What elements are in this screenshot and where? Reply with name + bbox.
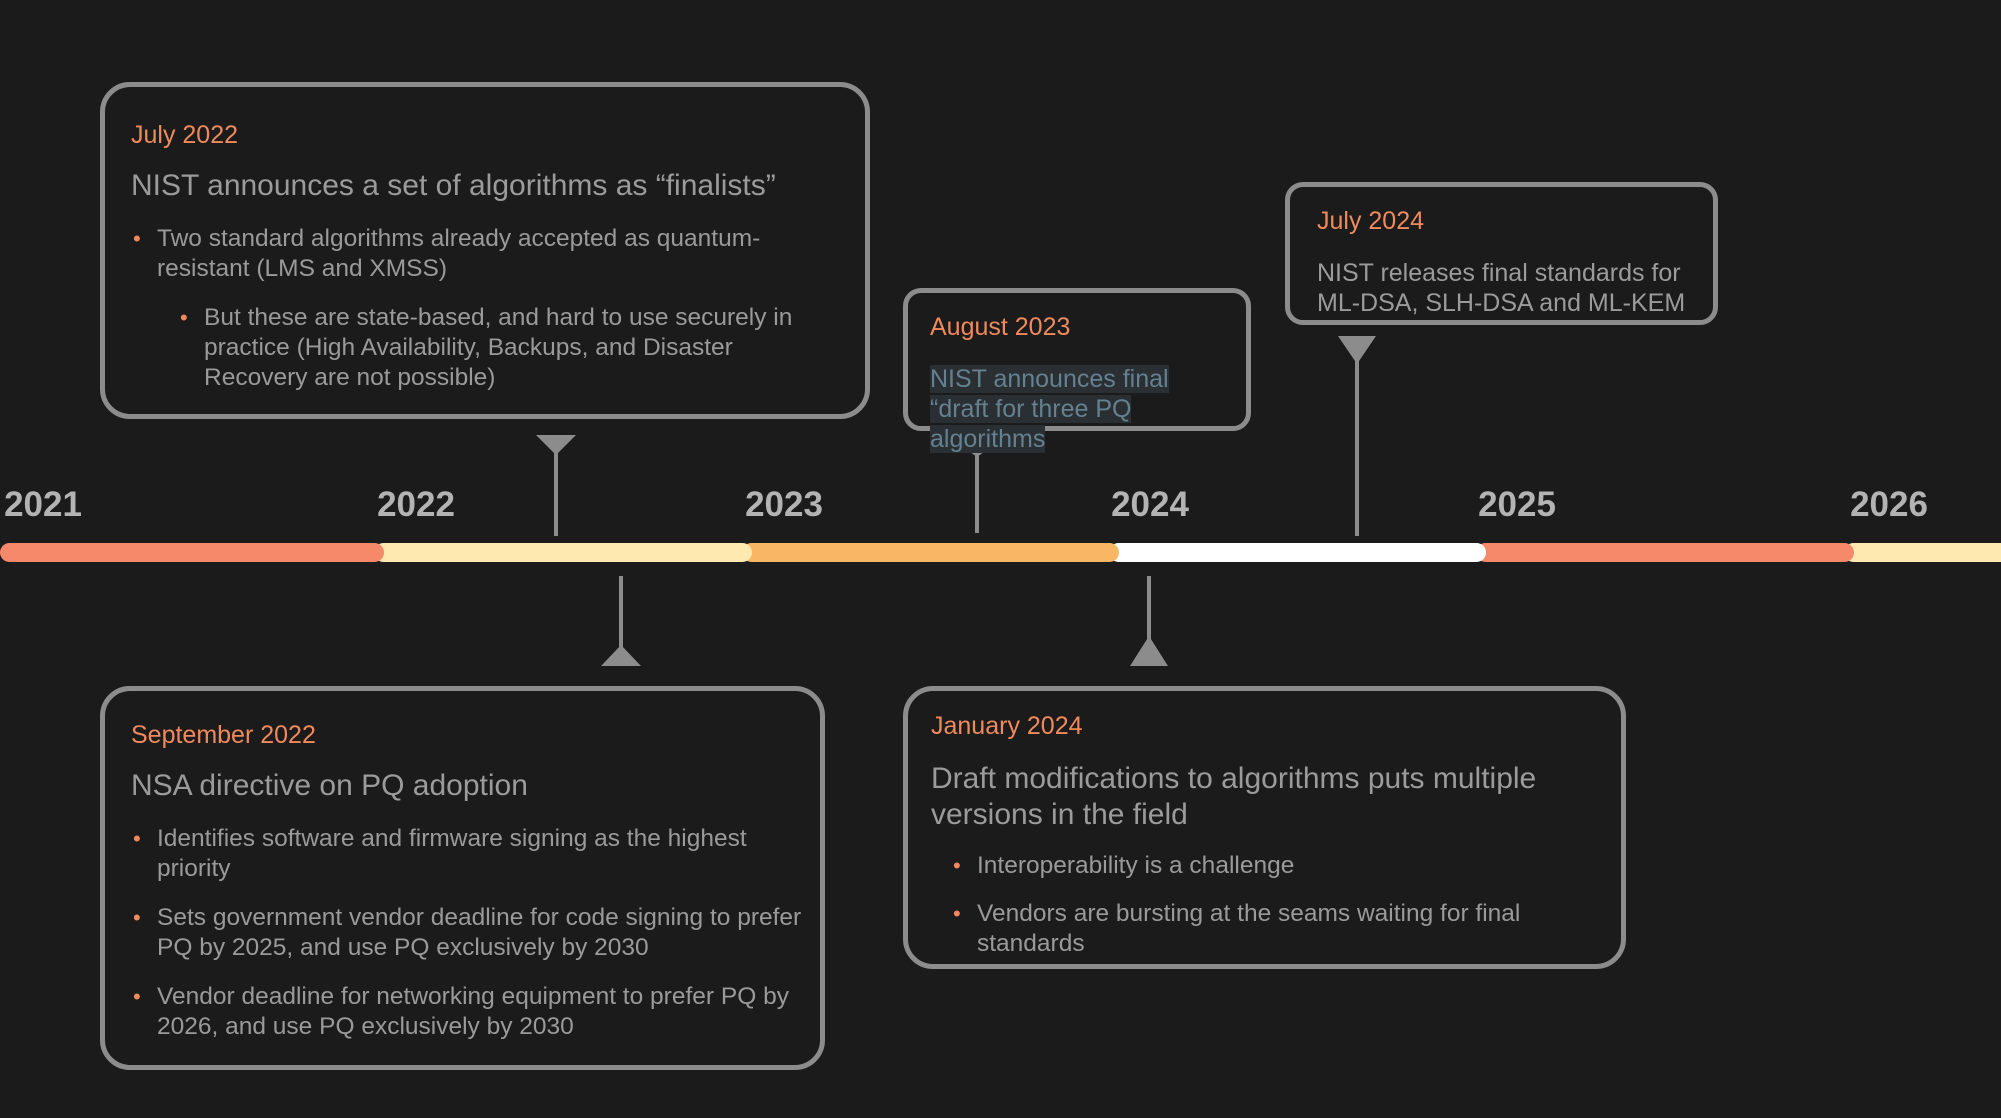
bullet-item: Vendor deadline for networking equipment…	[133, 982, 817, 1042]
event-date: July 2022	[131, 121, 239, 149]
event-card-sep2022: September 2022 NSA directive on PQ adopt…	[100, 686, 825, 1070]
event-date: August 2023	[930, 313, 1071, 341]
event-title: NSA directive on PQ adoption	[131, 769, 528, 802]
event-date: September 2022	[131, 721, 316, 749]
year-label-2022: 2022	[377, 485, 455, 524]
timeline-segment-2025	[1476, 543, 1854, 562]
bullet-item: Interoperability is a challenge	[953, 851, 1601, 881]
bullet-item: Two standard algorithms already accepted…	[133, 224, 797, 284]
connector-head-sep2022	[601, 645, 641, 666]
event-body: NIST releases final standards for ML-DSA…	[1317, 259, 1686, 317]
timeline-segment-2022	[374, 543, 752, 562]
event-bullets: Identifies software and firmware signing…	[131, 824, 814, 1042]
year-label-2024: 2024	[1111, 485, 1189, 524]
bullet-item: Identifies software and firmware signing…	[133, 824, 814, 884]
event-date: July 2024	[1317, 207, 1425, 235]
year-label-2026: 2026	[1850, 485, 1928, 524]
year-label-2025: 2025	[1478, 485, 1556, 524]
bullet-item: Vendors are bursting at the seams waitin…	[953, 899, 1557, 959]
event-body-text: NIST announces final “draft for three PQ…	[930, 365, 1169, 453]
bullet-item: Sets government vendor deadline for code…	[133, 903, 814, 963]
event-card-aug2023: August 2023 NIST announces final “draft …	[903, 288, 1251, 453]
timeline-segment-2024	[1109, 543, 1486, 562]
event-card-jul2022: July 2022 NIST announces a set of algori…	[100, 82, 870, 419]
event-title: NIST announces a set of algorithms as “f…	[131, 169, 776, 202]
event-card-jan2024: January 2024 Draft modifications to algo…	[903, 686, 1626, 969]
event-date: January 2024	[931, 712, 1083, 740]
timeline-segment-2026	[1844, 543, 2001, 562]
connector-head-jan2024	[1130, 636, 1168, 666]
event-card-jul2024: July 2024 NIST releases final standards …	[1285, 182, 1718, 325]
bullet-item-nested: But these are state-based, and hard to u…	[180, 303, 824, 393]
event-bullets: Two standard algorithms already accepted…	[131, 224, 841, 393]
event-title: Draft modifications to algorithms puts m…	[931, 762, 1537, 831]
year-label-2023: 2023	[745, 485, 823, 524]
year-label-2021: 2021	[4, 485, 82, 524]
event-body: NIST announces final “draft for three PQ…	[930, 364, 1232, 454]
timeline-segment-2023	[742, 543, 1119, 562]
timeline-segment-2021	[0, 543, 384, 562]
connector-head-jul2024	[1338, 336, 1376, 364]
connector-head-jul2022	[536, 435, 576, 455]
event-bullets: Interoperability is a challenge Vendors …	[931, 851, 1601, 959]
